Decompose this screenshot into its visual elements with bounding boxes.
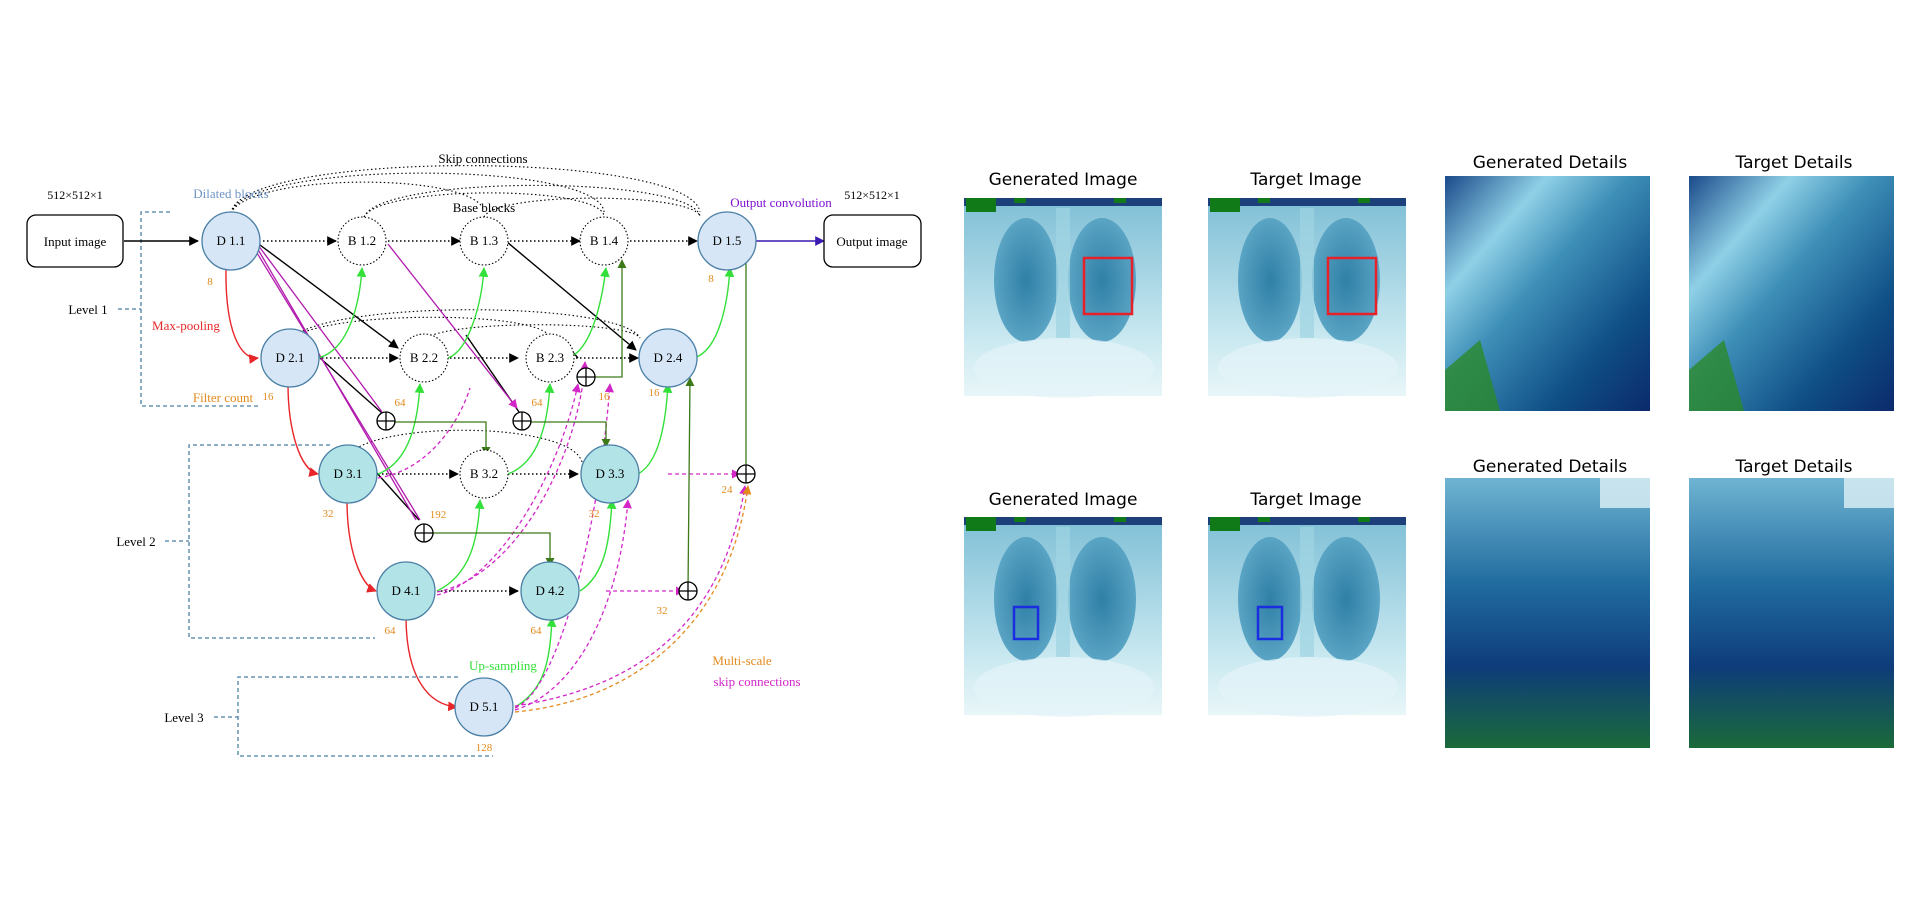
node-d21-label: D 2.1: [276, 350, 305, 365]
count-d15: 8: [708, 273, 714, 285]
sum-node-d33a: [512, 411, 532, 431]
result-panels: Generated Image Target Image Generated D…: [964, 153, 1894, 748]
multi-scale-label: Multi-scale: [712, 653, 771, 668]
node-d33: [580, 444, 640, 504]
node-b14-label: B 1.4: [590, 233, 619, 248]
row1-target-xray: [1208, 198, 1406, 398]
count-sum-b23: 16: [599, 391, 611, 403]
count-d24: 16: [649, 387, 661, 399]
row1-generated-xray: [964, 198, 1162, 398]
node-d15-label: D 1.5: [713, 233, 742, 248]
row1-gen-details-title: Generated Details: [1473, 153, 1628, 173]
row1-tgt-details-title: Target Details: [1735, 153, 1853, 173]
row2-tgt-details-title: Target Details: [1735, 457, 1853, 477]
summation-nodes: [376, 367, 756, 601]
sum-node-out2: [736, 464, 756, 484]
node-d31: [318, 444, 378, 504]
row2-generated-title: Generated Image: [989, 490, 1138, 510]
count-d42: 64: [531, 625, 543, 637]
node-d51-label: D 5.1: [470, 699, 499, 714]
count-d11: 8: [207, 276, 213, 288]
sum-node-b32: [414, 523, 434, 543]
input-size-label: 512×512×1: [47, 188, 103, 202]
count-sum-d42: 32: [657, 605, 668, 617]
sum-node-d22: [376, 411, 396, 431]
dilated-blocks-label: Dilated blocks: [193, 186, 268, 201]
node-d15: [697, 211, 757, 271]
node-b14: [579, 216, 629, 266]
sum-node-d42: [678, 581, 698, 601]
forward-connections: [124, 236, 698, 596]
multi-scale-skip-label: skip connections: [713, 674, 800, 689]
level-brackets: [118, 211, 493, 757]
sum-node-b23: [576, 367, 596, 387]
summation-connections: [386, 247, 751, 591]
max-pooling-label: Max-pooling: [152, 318, 220, 333]
count-sum-b23b: 64: [532, 397, 544, 409]
row1-target-roi-box: [1326, 256, 1378, 316]
node-b23-label: B 2.3: [536, 350, 564, 365]
row2-gen-details-title: Generated Details: [1473, 457, 1628, 477]
skip-connections-title: Skip connections: [438, 151, 527, 166]
level1-label: Level 1: [68, 302, 107, 317]
architecture-diagram: Input image Output image D 1.1 B: [26, 151, 922, 757]
row1-target-title: Target Image: [1249, 170, 1361, 190]
node-b13: [459, 216, 509, 266]
skip-arcs: [230, 165, 701, 463]
node-d33-label: D 3.3: [596, 466, 625, 481]
node-d11: [201, 211, 261, 271]
node-d41-label: D 4.1: [392, 583, 421, 598]
filter-count-label: Filter count: [193, 390, 254, 405]
input-image-box: [26, 214, 124, 268]
input-image-label: Input image: [44, 234, 107, 249]
level2-label: Level 2: [116, 534, 155, 549]
node-b22: [399, 333, 449, 383]
node-d24-label: D 2.4: [654, 350, 683, 365]
row2-generated-details-image: [1445, 478, 1650, 748]
row2-target-details-image: [1689, 478, 1894, 748]
level3-label: Level 3: [164, 710, 203, 725]
row1-generated-title: Generated Image: [989, 170, 1138, 190]
output-image-label: Output image: [836, 234, 907, 249]
node-b12-label: B 1.2: [348, 233, 376, 248]
up-sampling-arrows: [317, 267, 735, 708]
count-sum-out2: 24: [722, 484, 734, 496]
count-d41: 64: [385, 625, 397, 637]
count-sum-d22: 64: [395, 397, 407, 409]
up-sampling-label: Up-sampling: [469, 658, 537, 673]
count-d31: 32: [323, 508, 334, 520]
row2-generated-xray: [964, 517, 1162, 717]
node-b32-label: B 3.2: [470, 466, 498, 481]
count-d51: 128: [476, 742, 493, 754]
node-d21: [260, 328, 320, 388]
node-b13-label: B 1.3: [470, 233, 498, 248]
node-d42-label: D 4.2: [536, 583, 565, 598]
node-d41: [376, 561, 436, 621]
node-b23: [525, 333, 575, 383]
row1-generated-roi-box: [1082, 256, 1134, 316]
node-d11-label: D 1.1: [217, 233, 246, 248]
node-d24: [638, 328, 698, 388]
output-size-label: 512×512×1: [844, 188, 900, 202]
count-d33: 32: [589, 508, 600, 520]
row2-generated-roi-box: [1012, 605, 1040, 641]
base-blocks-label: Base blocks: [453, 200, 515, 215]
row2-target-xray: [1208, 517, 1406, 717]
multi-scale-orange-arrow: [514, 485, 752, 713]
node-b22-label: B 2.2: [410, 350, 438, 365]
output-image-box: [823, 214, 922, 268]
node-d42: [520, 561, 580, 621]
output-convolution-label: Output convolution: [730, 195, 832, 210]
node-d31-label: D 3.1: [334, 466, 363, 481]
node-b12: [337, 216, 387, 266]
node-d51: [454, 677, 514, 737]
row2-target-roi-box: [1256, 605, 1284, 641]
count-d21: 16: [263, 391, 275, 403]
max-pooling-arrows: [225, 267, 458, 712]
row2-target-title: Target Image: [1249, 490, 1361, 510]
node-b32: [459, 449, 509, 499]
count-sum-b32: 192: [430, 509, 447, 521]
